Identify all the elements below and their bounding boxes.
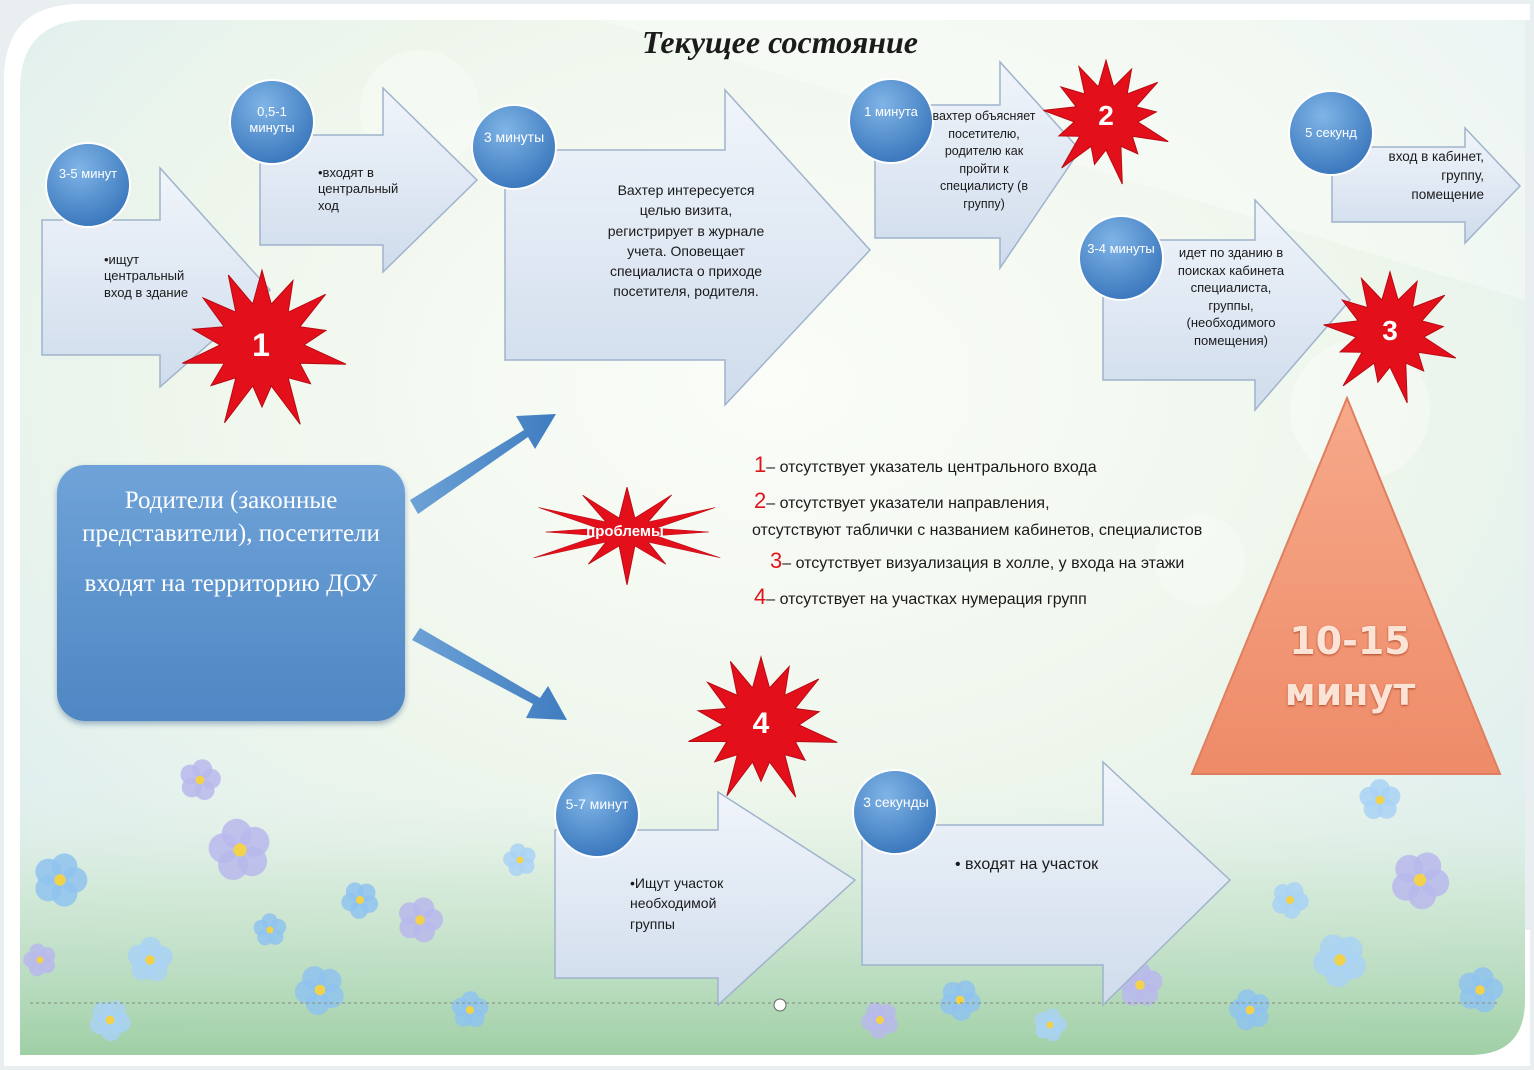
step-text-3: Вахтер интересуется целью визита, регист… <box>607 182 765 300</box>
time-label-4: 1 минута <box>864 104 918 119</box>
problem-bursts <box>182 58 1457 798</box>
burst-3 <box>1323 269 1457 404</box>
arrow-step-7 <box>554 790 857 1007</box>
flower <box>294 966 344 1015</box>
flower <box>861 1002 898 1039</box>
time-label-3: 3 минуты <box>483 129 545 145</box>
arrow-step-2 <box>259 86 479 274</box>
burst-1 <box>182 268 347 425</box>
total-time: 10-15 минут <box>1230 616 1470 719</box>
arrow-step-6 <box>1102 198 1352 413</box>
flower <box>1034 1008 1067 1042</box>
flower <box>180 759 221 800</box>
legend-item-2: 2– отсутствует указатели направления, <box>754 488 1050 514</box>
time-label-7: 5-7 минут <box>565 796 629 812</box>
time-label-5: 5 секунд <box>1305 125 1357 140</box>
flower <box>940 980 981 1021</box>
burst-2 <box>1043 58 1169 185</box>
burst-number-1: 1 <box>252 327 270 363</box>
time-circle-7 <box>554 772 640 858</box>
step-text-1: •ищут центральный вход в здание <box>104 252 189 300</box>
time-circle-5 <box>1288 90 1374 176</box>
flower <box>451 991 489 1028</box>
step-text-4: вахтер объясняет посетителю, родителю ка… <box>932 109 1036 211</box>
arrow-step-8 <box>861 760 1232 1007</box>
flower <box>503 843 536 877</box>
arrow-step-5 <box>1331 126 1522 245</box>
time-circle-3 <box>471 104 557 190</box>
legend-item-4: 4– отсутствует на участках нумерация гру… <box>754 584 1087 610</box>
legend-item-3: 3– отсутствует визуализация в холле, у в… <box>770 548 1184 574</box>
time-circle-1 <box>45 142 131 228</box>
time-label-6: 3-4 минуты <box>1087 241 1155 256</box>
flower <box>1392 852 1450 910</box>
time-label-2: 0,5-1 минуты <box>249 104 295 136</box>
parents-line-2: входят на территорию ДОУ <box>84 570 378 597</box>
time-circle-4 <box>848 78 934 164</box>
legend-num-1: 1 <box>754 452 767 477</box>
burst-number-2: 2 <box>1098 100 1114 131</box>
legend-item-2b: отсутствуют таблички с названием кабинет… <box>752 522 1202 540</box>
flower <box>399 897 444 943</box>
time-label-8: 3 секунды <box>863 794 929 810</box>
step-text-7: •Ищут участок необходимой группы <box>630 875 724 932</box>
time-circle-8 <box>852 769 938 855</box>
legend-text-3: – отсутствует визуализация в холле, у вх… <box>782 555 1185 572</box>
page-title: Текущее состояние <box>642 24 918 60</box>
flower <box>1458 967 1504 1013</box>
legend-item-1: 1– отсутствует указатель центрального вх… <box>754 452 1097 478</box>
flower <box>1229 989 1270 1031</box>
total-time-value: 10-15 <box>1289 619 1411 663</box>
flower-decoration <box>23 759 1504 1042</box>
flower <box>1359 779 1401 819</box>
flower <box>127 936 173 982</box>
time-label-1: 3-5 минут <box>58 166 118 181</box>
flower <box>35 853 88 907</box>
flower <box>1272 882 1309 919</box>
step-text-5: вход в кабинет, группу, помещение <box>1388 149 1484 202</box>
legend-text-2b: отсутствуют таблички с названием кабинет… <box>752 522 1203 539</box>
parents-line-1: Родители (законные представители), посет… <box>82 487 380 547</box>
time-circle-6 <box>1078 215 1164 301</box>
legend-text-1: – отсутствует указатель центрального вхо… <box>766 459 1097 476</box>
flower <box>89 1000 131 1041</box>
flower <box>1117 961 1163 1006</box>
legend-text-4: – отсутствует на участках нумерация груп… <box>766 591 1087 608</box>
problems-label: проблемы <box>586 523 664 540</box>
legend-num-3: 3 <box>770 548 783 573</box>
burst-number-4: 4 <box>752 707 770 740</box>
burst-number-3: 3 <box>1382 315 1398 346</box>
handle-dot <box>773 998 787 1012</box>
burst-4 <box>688 655 838 798</box>
total-time-triangle <box>1190 395 1502 775</box>
step-text-2: •входят в центральный ход <box>318 165 399 213</box>
total-time-unit: минут <box>1284 670 1416 715</box>
flower <box>341 882 379 919</box>
time-circle-2 <box>229 79 315 165</box>
parents-box: Родители (законные представители), посет… <box>57 465 405 721</box>
flower <box>253 913 287 946</box>
step-text-6: идет по зданию в поисках кабинета специа… <box>1177 245 1285 348</box>
legend-num-4: 4 <box>754 584 767 609</box>
legend-text-2: – отсутствует указатели направления, <box>766 495 1050 512</box>
step-text-8: • входят на участок <box>955 856 1099 873</box>
flower <box>23 943 56 977</box>
flower <box>1313 934 1366 988</box>
arrow-step-3 <box>504 88 872 407</box>
legend-num-2: 2 <box>754 488 767 513</box>
flower <box>208 818 270 880</box>
burst-problems <box>533 487 721 585</box>
connector-arrow-down <box>412 628 567 720</box>
connector-arrow-up <box>410 414 556 514</box>
